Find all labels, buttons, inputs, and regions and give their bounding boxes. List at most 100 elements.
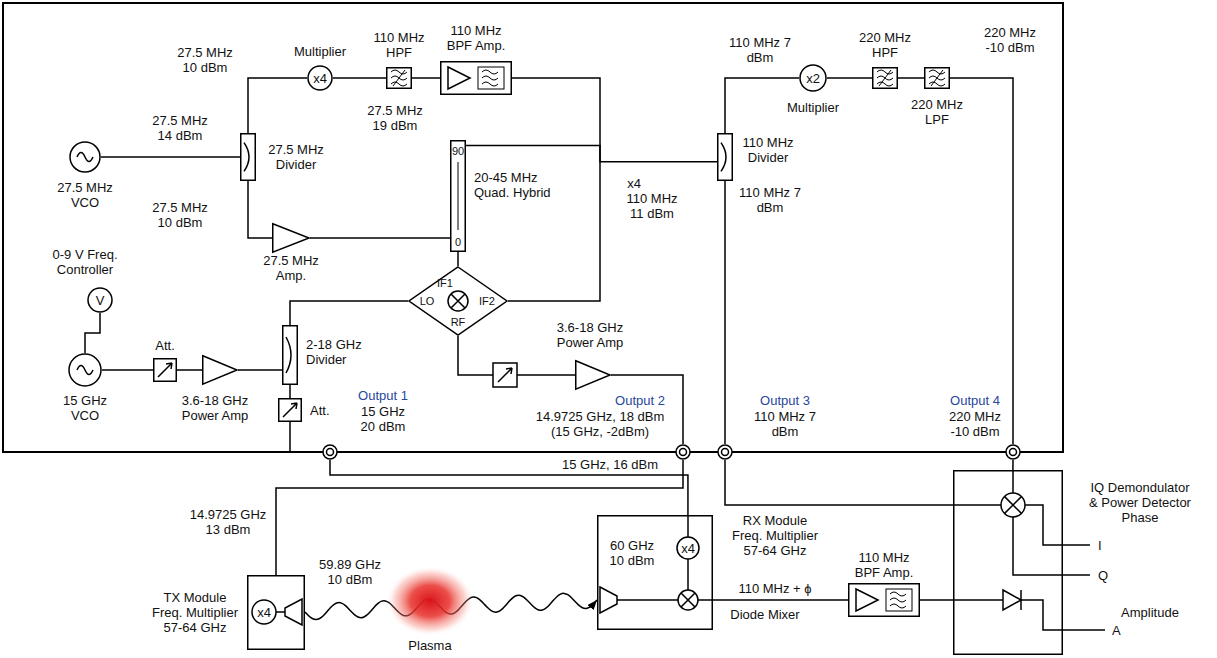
rx-module (598, 516, 713, 630)
mixer-diamond: LOIF1IF2RF (408, 266, 508, 336)
component-label: 20-45 MHz Quad. Hybrid (474, 170, 556, 200)
component-label: Multiplier (294, 44, 346, 59)
component-label: 90 (452, 145, 464, 157)
component-label: IF1 (437, 277, 453, 289)
text-holder: 60 GHz 10 dBm (605, 538, 660, 568)
text-holder: Att. (155, 338, 175, 353)
text-holder: x4 (627, 176, 641, 191)
iq-demodulator-box (954, 471, 1063, 655)
iq-demodulator-box (1003, 590, 1021, 610)
text-holder: Plasma (408, 638, 451, 653)
tx-module (285, 599, 302, 625)
amplifier-symbol (272, 223, 310, 253)
text-holder: 110 MHz Divider (737, 135, 799, 165)
filter-box: 220 MHz LPF (924, 67, 950, 89)
text-holder: 0 (455, 236, 461, 248)
plasma-blob (385, 565, 475, 637)
attenuator-symbol (283, 403, 297, 417)
vco-symbol: 27.5 MHz VCO (69, 141, 101, 173)
filter-box (925, 68, 950, 89)
filter-box (387, 68, 412, 89)
text-holder: 27.5 MHz VCO (54, 180, 116, 210)
component-label: Att. (310, 403, 330, 418)
text-holder: 220 MHz -10 dBm (944, 409, 1006, 439)
amplifier-symbol (273, 224, 309, 253)
text-holder: 110 MHz 7 dBm (729, 35, 791, 65)
text-holder: Multiplier (787, 100, 839, 115)
text-holder: IF1 (437, 277, 453, 289)
power-divider (286, 337, 291, 373)
power-divider: 2-18 GHz Divider (282, 325, 298, 385)
filter-amplifier-box (890, 598, 906, 602)
filter-box (924, 67, 950, 89)
text-holder: LO (420, 295, 435, 307)
signal-wire (920, 599, 953, 601)
attenuator-symbol (278, 398, 302, 422)
text-holder: A (1112, 623, 1121, 638)
plasma-blob: Plasma (385, 565, 475, 637)
component-label: Plasma (408, 638, 451, 653)
iq-demodulator-box (1025, 505, 1063, 545)
component-label: 15 GHz 20 dBm (353, 404, 413, 434)
component-label: RF (451, 316, 466, 328)
signal-label: 220 MHz -10 dBm (979, 25, 1041, 55)
edge-label: 110 MHz + ϕ (738, 581, 811, 596)
power-divider (717, 133, 733, 181)
text-holder: 110 MHz + ϕ (738, 581, 811, 596)
rx-module (698, 599, 713, 601)
text-holder: 27.5 MHz 14 dBm (149, 113, 211, 143)
text-holder: 110 MHz 11 dBm (621, 191, 683, 221)
component-label: 3.6-18 GHz Power Amp (175, 393, 255, 423)
amplifier-symbol (203, 356, 237, 385)
signal-wire (290, 301, 408, 325)
text-holder: 15 GHz, 16 dBm (562, 457, 658, 472)
filter-amplifier-box: 110 MHz BPF Amp. (848, 583, 920, 617)
mixer-diamond (451, 294, 465, 308)
component-label: 27.5 MHz Amp. (260, 253, 322, 283)
text-holder: 3.6-18 GHz Power Amp (550, 320, 630, 350)
filter-amplifier-box (849, 584, 920, 617)
filter-amplifier-box (890, 604, 906, 608)
amplifier-symbol: 3.6-18 GHz Power Amp (202, 355, 238, 385)
component-label: IF2 (479, 295, 495, 307)
voltage-source: V0-9 V Freq. Controller (87, 287, 113, 313)
output-wire (1063, 629, 1105, 631)
text-holder: 110 MHz BPF Amp. (441, 23, 511, 53)
enclosure-frame (3, 3, 1063, 452)
output-connector (722, 449, 729, 456)
rx-module (681, 593, 695, 607)
iq-demodulator-box (953, 504, 1001, 506)
text-holder: RX Module Freq. Multiplier 57-64 GHz (728, 513, 823, 558)
vco-symbol (68, 353, 102, 387)
text-holder: Output 4 (950, 393, 1000, 408)
vco-symbol (77, 366, 93, 375)
signal-wire (950, 78, 1013, 444)
multiplier-symbol (800, 65, 826, 91)
filter-amplifier-box (482, 76, 498, 80)
signal-wire (238, 369, 282, 371)
filter-box (931, 70, 943, 86)
signal-label: 27.5 MHz 19 dBm (364, 103, 426, 133)
component-label: Output 4 (950, 393, 1000, 408)
signal-label: 110 MHz 11 dBm (621, 191, 683, 221)
plasma-blob (386, 566, 474, 636)
component-label: 15 GHz VCO (58, 393, 113, 423)
text-holder: 110 MHz BPF Amp. (849, 550, 919, 580)
text-holder: Q (1098, 568, 1108, 583)
filter-box: 220 MHz HPF (872, 67, 898, 89)
text-holder: 59.89 GHz 10 dBm (315, 557, 385, 587)
text-holder: 2-18 GHz Divider (306, 337, 376, 367)
attenuator-symbol (153, 358, 177, 382)
filter-amplifier-box (886, 589, 912, 611)
text-holder: x2 (806, 71, 820, 86)
multiplier-symbol: x2Multiplier (799, 64, 827, 92)
signal-wire (310, 237, 450, 239)
component-label: Att. (155, 338, 175, 353)
text-holder: 220 MHz HPF (854, 30, 916, 60)
signal-wire (333, 77, 386, 79)
text-holder: TX Module Freq. Multiplier 57-64 GHz (150, 590, 240, 635)
signal-wire (827, 77, 872, 79)
text-holder: x4 (313, 71, 327, 86)
tx-module (248, 576, 305, 650)
component-label: 110 MHz Divider (737, 135, 799, 165)
